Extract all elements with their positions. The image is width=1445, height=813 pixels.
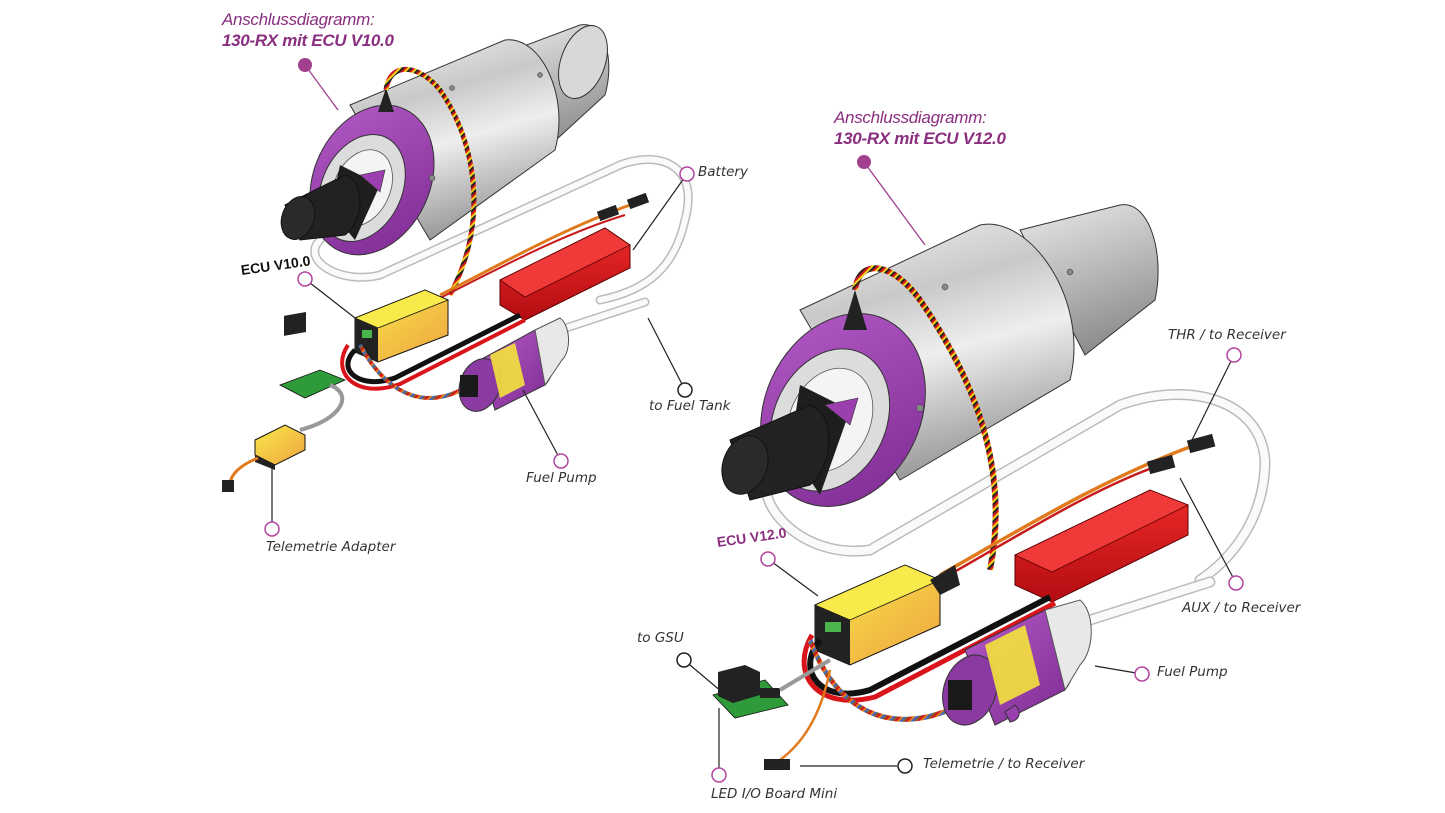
title-v12-line1: Anschlussdiagramm: <box>834 108 987 127</box>
braided-cable-v10 <box>383 66 477 297</box>
label-telemetrie-receiver: Telemetrie / to Receiver <box>923 756 1085 772</box>
title-v10-line2: 130-RX mit ECU V10.0 <box>222 31 394 50</box>
telemetrie-adapter-v10 <box>254 424 306 470</box>
title-v12-line2: 130-RX mit ECU V12.0 <box>834 129 1006 148</box>
battery-v12 <box>1014 489 1189 603</box>
diagram-v12 <box>712 204 1271 770</box>
diagram-v10 <box>222 24 693 492</box>
turbine-engine-v12 <box>721 204 1159 507</box>
fuel-pump-v12 <box>942 599 1092 726</box>
label-telemetrie-adapter: Telemetrie Adapter <box>266 539 396 555</box>
label-led-io-board: LED I/O Board Mini <box>711 786 838 802</box>
label-to-gsu: to GSU <box>637 630 684 646</box>
fuel-pump-v10 <box>458 317 569 412</box>
label-fuel-pump-v10: Fuel Pump <box>526 470 597 486</box>
label-thr-receiver: THR / to Receiver <box>1168 327 1286 343</box>
label-fuel-tank: to Fuel Tank <box>649 398 731 414</box>
title-v10: Anschlussdiagramm: 130-RX mit ECU V10.0 <box>222 9 394 51</box>
label-battery: Battery <box>698 164 748 180</box>
battery-v10 <box>499 227 631 321</box>
label-aux-receiver: AUX / to Receiver <box>1182 600 1301 616</box>
title-v10-line1: Anschlussdiagramm: <box>222 10 375 29</box>
braided-cable-v12 <box>852 265 999 571</box>
ecu-v10-unit <box>353 289 450 363</box>
turbine-engine-v10 <box>280 24 610 256</box>
title-v12-marker <box>857 155 871 169</box>
callouts <box>264 58 1244 783</box>
title-v10-marker <box>298 58 312 72</box>
ecu-v12-unit <box>814 564 960 666</box>
led-io-board-mini <box>712 665 789 719</box>
title-v12: Anschlussdiagramm: 130-RX mit ECU V12.0 <box>834 107 1006 149</box>
led-board-v10 <box>279 312 347 399</box>
label-fuel-pump-v12: Fuel Pump <box>1157 664 1228 680</box>
